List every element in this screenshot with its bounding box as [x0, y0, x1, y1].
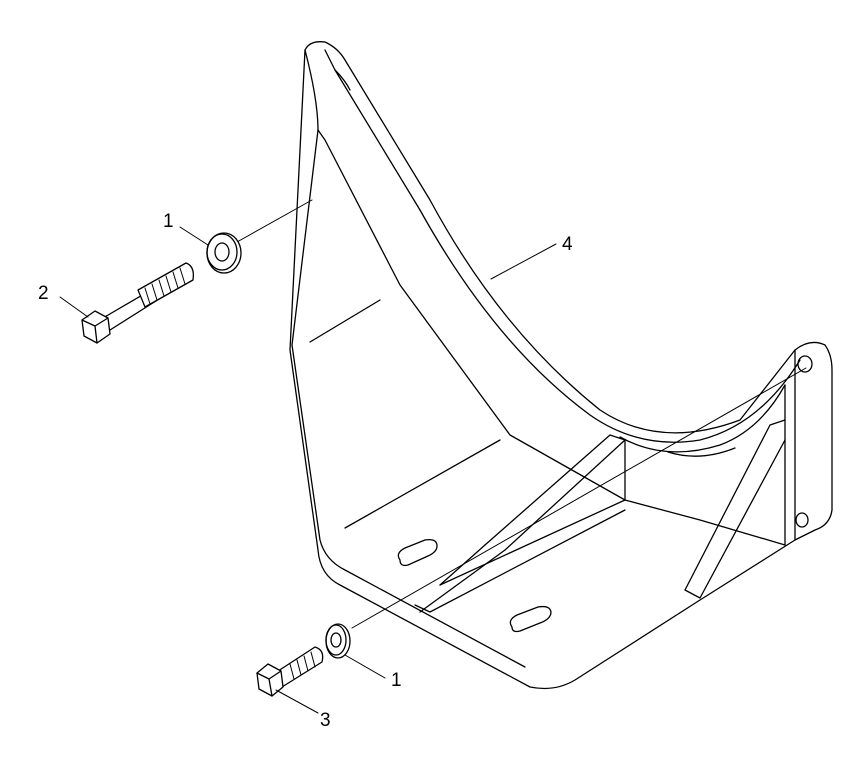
- long-bolt: [81, 262, 194, 344]
- long-bolt-head: [81, 310, 111, 344]
- callouts: 1 2 1 3 4: [38, 211, 573, 731]
- leader-washer-top: [179, 226, 209, 246]
- callout-label-bolt-long: 2: [38, 283, 49, 304]
- callout-label-bolt-short: 3: [320, 710, 331, 731]
- bracket-right-gusset: [684, 419, 786, 599]
- bracket-top-hole: [797, 355, 813, 373]
- bracket-slot-left: [397, 538, 438, 567]
- bracket-part: [289, 41, 833, 690]
- bracket-slot-right: [509, 605, 552, 633]
- bracket-bottom-hole: [795, 512, 809, 528]
- top-washer: [206, 232, 242, 274]
- callout-label-washer-bottom: 1: [391, 670, 402, 691]
- bracket-left-wall: [291, 129, 526, 668]
- bracket-outline: [289, 41, 833, 690]
- leader-bolt-long: [59, 296, 89, 318]
- top-guide-line: [236, 199, 313, 243]
- leader-washer-bottom: [344, 654, 386, 679]
- short-bolt-head: [256, 663, 284, 697]
- leader-bolt-short: [275, 689, 319, 714]
- bracket-base: [344, 439, 501, 529]
- bracket-saddle: [324, 49, 801, 443]
- leader-bracket: [490, 243, 557, 280]
- callout-label-bracket: 4: [562, 234, 573, 255]
- callout-label-washer-top: 1: [163, 211, 174, 232]
- bottom-guide-line: [351, 367, 807, 629]
- bottom-washer: [325, 623, 351, 659]
- bracket-center-rib: [484, 434, 626, 551]
- short-bolt: [256, 646, 324, 697]
